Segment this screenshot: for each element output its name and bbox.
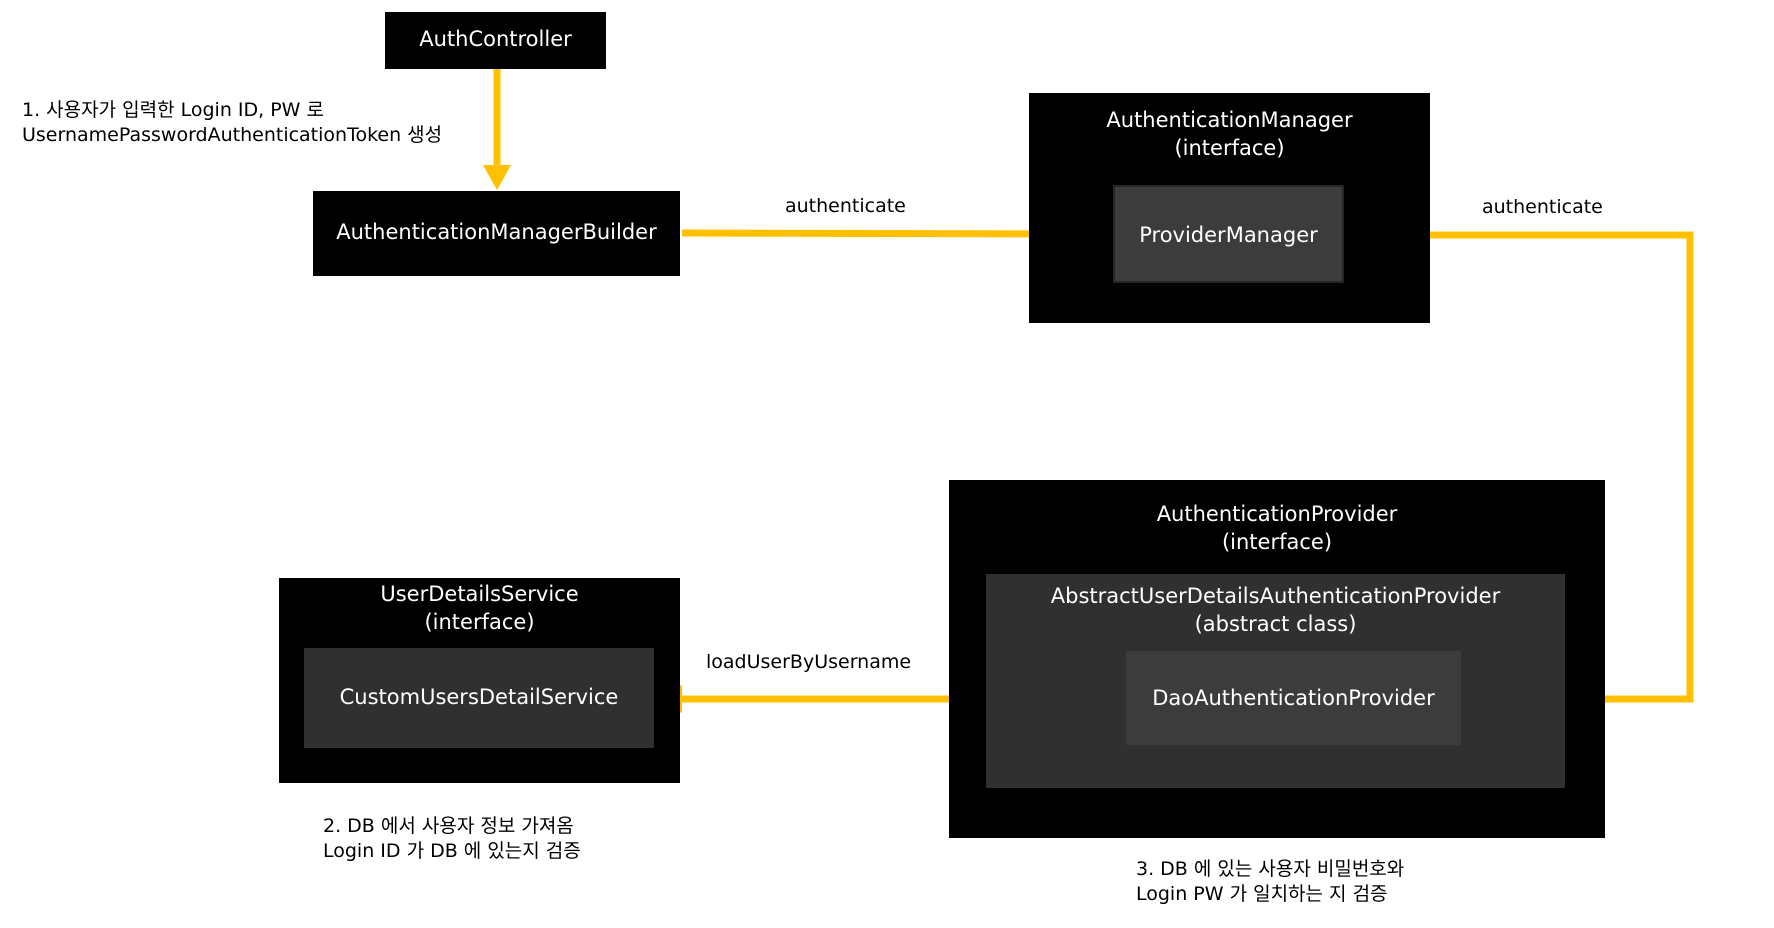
step1-note: 1. 사용자가 입력한 Login ID, PW 로 UsernamePassw…	[22, 98, 442, 147]
edge-label-load-user: loadUserByUsername	[706, 651, 912, 673]
step1-note-line2: UsernamePasswordAuthenticationToken 생성	[22, 123, 443, 146]
step2-note-line2: Login ID 가 DB 에 있는지 검증	[323, 839, 581, 862]
auth-manager-subtitle: (interface)	[1174, 136, 1285, 160]
edge-label-authenticate-2: authenticate	[1482, 196, 1603, 218]
arrowhead-down	[483, 165, 511, 190]
auth-provider-title: AuthenticationProvider	[1156, 502, 1398, 526]
auth-controller-box: AuthController	[385, 12, 606, 69]
user-details-service-box: UserDetailsService (interface) CustomUse…	[279, 578, 680, 783]
user-details-service-subtitle: (interface)	[424, 610, 535, 634]
abstract-provider-subtitle: (abstract class)	[1194, 612, 1357, 636]
custom-service-label: CustomUsersDetailService	[339, 685, 619, 709]
dao-provider-label: DaoAuthenticationProvider	[1152, 686, 1435, 710]
step3-note-line1: 3. DB 에 있는 사용자 비밀번호와	[1136, 858, 1405, 880]
abstract-provider-title: AbstractUserDetailsAuthenticationProvide…	[1050, 584, 1501, 608]
arrow-builder-to-provider-manager	[681, 229, 1093, 238]
user-details-service-title: UserDetailsService	[380, 582, 579, 606]
custom-service-box: CustomUsersDetailService	[304, 648, 654, 748]
step1-note-line1: 1. 사용자가 입력한 Login ID, PW 로	[22, 99, 324, 121]
abstract-provider-box: AbstractUserDetailsAuthenticationProvide…	[986, 574, 1565, 788]
auth-provider-box: AuthenticationProvider (interface) Abstr…	[949, 480, 1605, 838]
dao-provider-box: DaoAuthenticationProvider	[1126, 651, 1461, 745]
step3-note-line2: Login PW 가 일치하는 지 검증	[1136, 882, 1388, 905]
step3-note: 3. DB 에 있는 사용자 비밀번호와 Login PW 가 일치하는 지 검…	[1136, 857, 1404, 906]
auth-manager-box: AuthenticationManager (interface) Provid…	[1029, 93, 1430, 323]
auth-manager-builder-label: AuthenticationManagerBuilder	[336, 220, 657, 244]
edge-label-authenticate-1: authenticate	[785, 195, 906, 217]
auth-manager-title: AuthenticationManager	[1106, 108, 1353, 132]
auth-provider-subtitle: (interface)	[1221, 530, 1333, 554]
auth-controller-label: AuthController	[419, 27, 572, 51]
step2-note: 2. DB 에서 사용자 정보 가져옴 Login ID 가 DB 에 있는지 …	[323, 814, 581, 863]
provider-manager-label: ProviderManager	[1139, 223, 1318, 247]
step2-note-line1: 2. DB 에서 사용자 정보 가져옴	[323, 815, 574, 837]
auth-manager-builder-box: AuthenticationManagerBuilder	[313, 191, 680, 276]
provider-manager-box: ProviderManager	[1113, 185, 1344, 283]
